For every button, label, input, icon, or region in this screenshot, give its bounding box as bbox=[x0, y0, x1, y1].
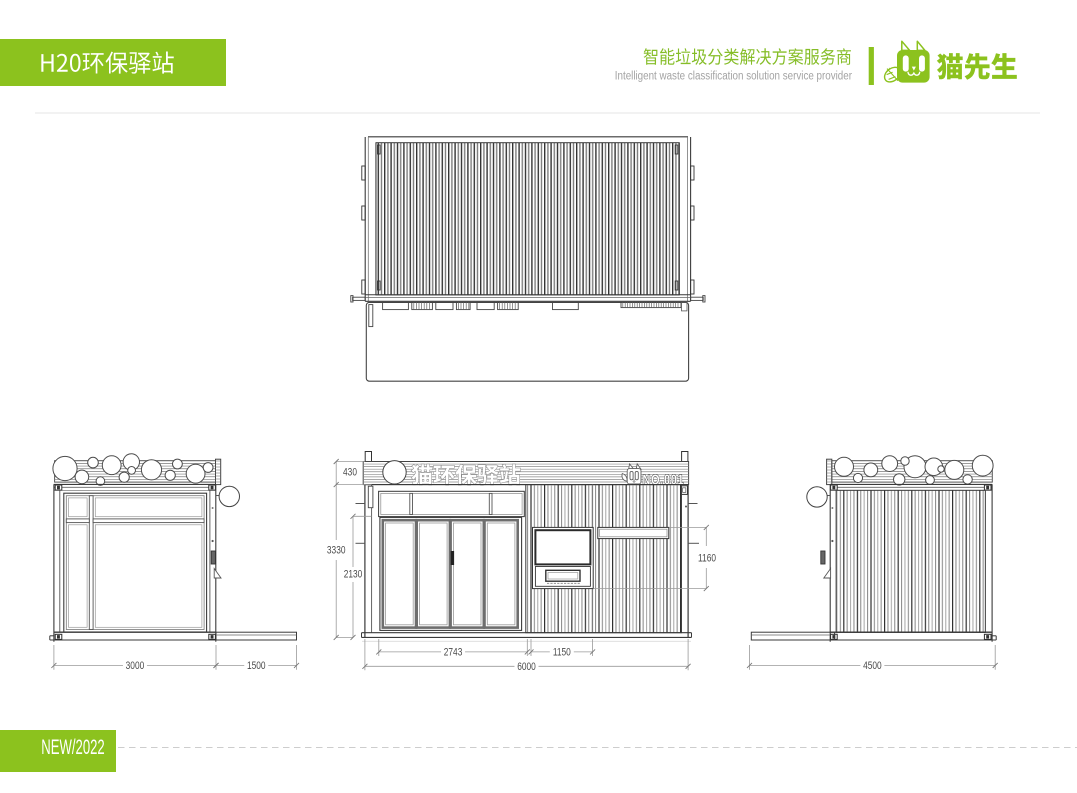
svg-text:1150: 1150 bbox=[553, 646, 571, 658]
svg-text:2130: 2130 bbox=[344, 569, 363, 581]
svg-text:430: 430 bbox=[343, 467, 357, 479]
svg-text:1160: 1160 bbox=[698, 552, 716, 564]
svg-text:6000: 6000 bbox=[517, 661, 536, 673]
svg-text:3000: 3000 bbox=[126, 660, 145, 672]
svg-text:4500: 4500 bbox=[863, 660, 882, 672]
svg-text:1500: 1500 bbox=[247, 660, 266, 672]
svg-text:Intelligent waste classificati: Intelligent waste classification solutio… bbox=[615, 70, 852, 83]
svg-text:2743: 2743 bbox=[444, 646, 463, 658]
svg-text:3330: 3330 bbox=[327, 544, 346, 556]
svg-text:NEW/2022: NEW/2022 bbox=[41, 735, 104, 759]
